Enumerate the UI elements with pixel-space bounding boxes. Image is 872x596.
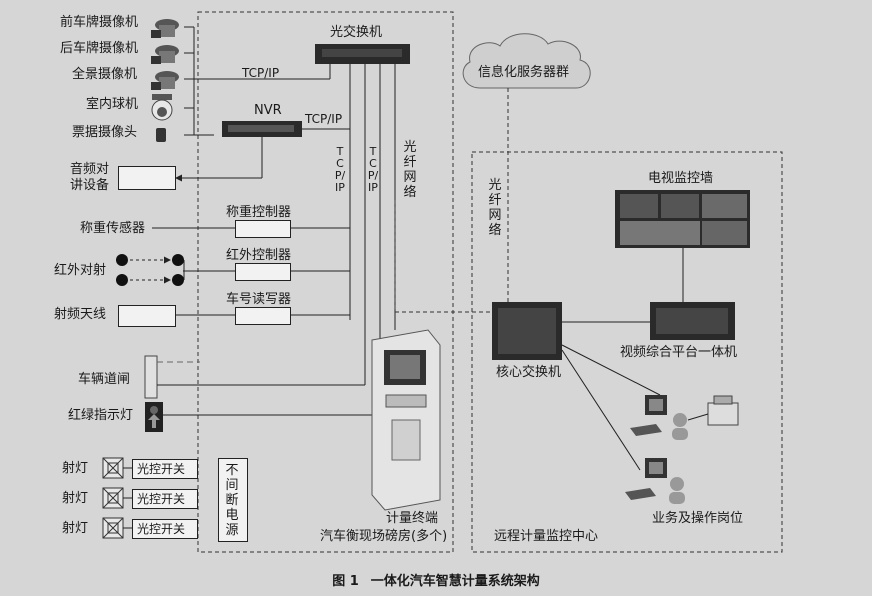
- optical-switch-device: [315, 44, 410, 79]
- spotlight-label-2: 射灯: [62, 491, 89, 506]
- video-platform-label: 视频综合平台一体机: [620, 345, 738, 360]
- light-switch-box-1: 光控开关: [132, 459, 198, 479]
- operators-label: 业务及操作岗位: [652, 511, 744, 526]
- caption-title: 一体化汽车智慧计量系统架构: [370, 574, 540, 589]
- nvr-label: NVR: [254, 103, 282, 118]
- light-switch-box-3: 光控开关: [132, 519, 198, 539]
- rfid-reader-label: 车号读写器: [226, 292, 292, 307]
- kiosk-icon: [371, 329, 441, 511]
- remote-center-label: 远程计量监控中心: [494, 529, 599, 544]
- cloud-icon: [462, 33, 591, 89]
- spotlight-label-3: 射灯: [62, 521, 89, 536]
- camera-icon-panorama: [151, 71, 179, 90]
- infrared-label: 红外对射: [54, 263, 107, 278]
- site-room-label: 汽车衡现场磅房(多个): [320, 529, 448, 544]
- light-switch-label-2: 光控开关: [137, 492, 186, 506]
- audio-device-label: 音频对讲设备: [70, 162, 110, 193]
- rf-antenna-box: [118, 305, 176, 327]
- weigh-sensor-label: 称重传感器: [80, 221, 146, 236]
- tcpip-label-nvr: TCP/IP: [305, 112, 343, 126]
- fiber-network-label-remote: 光纤网络: [488, 178, 502, 238]
- traffic-light-icon: [145, 402, 163, 432]
- figure-caption: 图 1 一体化汽车智慧计量系统架构: [0, 570, 872, 589]
- camera-label-front: 前车牌摄像机: [60, 15, 139, 30]
- light-switch-box-2: 光控开关: [132, 489, 198, 509]
- rf-antenna-label: 射频天线: [54, 307, 107, 322]
- infrared-controller-label: 红外控制器: [226, 248, 292, 263]
- fiber-network-label-site: 光纤网络: [403, 140, 417, 200]
- infrared-pair-icon: [116, 254, 185, 286]
- ups-box: 不间断电源: [218, 458, 248, 542]
- workstation-icon-1: [630, 395, 688, 440]
- caption-number: 图 1: [332, 574, 359, 589]
- light-switch-label-3: 光控开关: [137, 522, 186, 536]
- infrared-controller-box: [235, 263, 291, 281]
- dome-camera-icon: [151, 94, 173, 121]
- nvr-device: [222, 121, 302, 137]
- camera-icon-rear: [151, 45, 179, 64]
- tcpip-vertical-1: TCP/IP: [334, 145, 346, 194]
- core-switch-label: 核心交换机: [496, 365, 562, 380]
- rfid-reader-box: [235, 307, 291, 325]
- video-platform-device: [650, 302, 735, 340]
- optical-switch-label: 光交换机: [330, 25, 383, 40]
- tcpip-label-cameras: TCP/IP: [242, 66, 280, 80]
- camera-label-panorama: 全景摄像机: [72, 67, 138, 82]
- core-switch-device: [492, 302, 562, 360]
- terminal-label: 计量终端: [386, 511, 439, 526]
- spotlight-label-1: 射灯: [62, 461, 89, 476]
- light-switch-label-1: 光控开关: [137, 462, 186, 476]
- camera-label-dome: 室内球机: [86, 97, 139, 112]
- traffic-light-label: 红绿指示灯: [68, 408, 134, 423]
- spotlight-icon-3: [102, 517, 124, 539]
- remote-center-boundary: [471, 151, 783, 553]
- weigh-controller-label: 称重控制器: [226, 205, 292, 220]
- spotlight-icon-1: [102, 457, 124, 479]
- camera-icon-front: [151, 19, 179, 38]
- site-room-boundary: [197, 11, 454, 553]
- info-servers-label: 信息化服务器群: [478, 65, 570, 80]
- gate-icon: [144, 355, 200, 399]
- tv-wall-screens: [615, 190, 750, 248]
- printer-icon: [707, 395, 739, 426]
- ticket-camera-icon: [156, 128, 166, 142]
- audio-device-box: [118, 166, 176, 190]
- spotlight-icon-2: [102, 487, 124, 509]
- camera-label-rear: 后车牌摄像机: [60, 41, 139, 56]
- ups-label: 不间断电源: [225, 463, 239, 538]
- gate-label: 车辆道闸: [78, 372, 131, 387]
- weigh-controller-box: [235, 220, 291, 238]
- tv-wall-label: 电视监控墙: [648, 171, 714, 186]
- camera-label-ticket: 票据摄像头: [72, 125, 138, 140]
- workstation-icon-2: [625, 458, 685, 504]
- tcpip-vertical-2: TCP/IP: [367, 145, 379, 194]
